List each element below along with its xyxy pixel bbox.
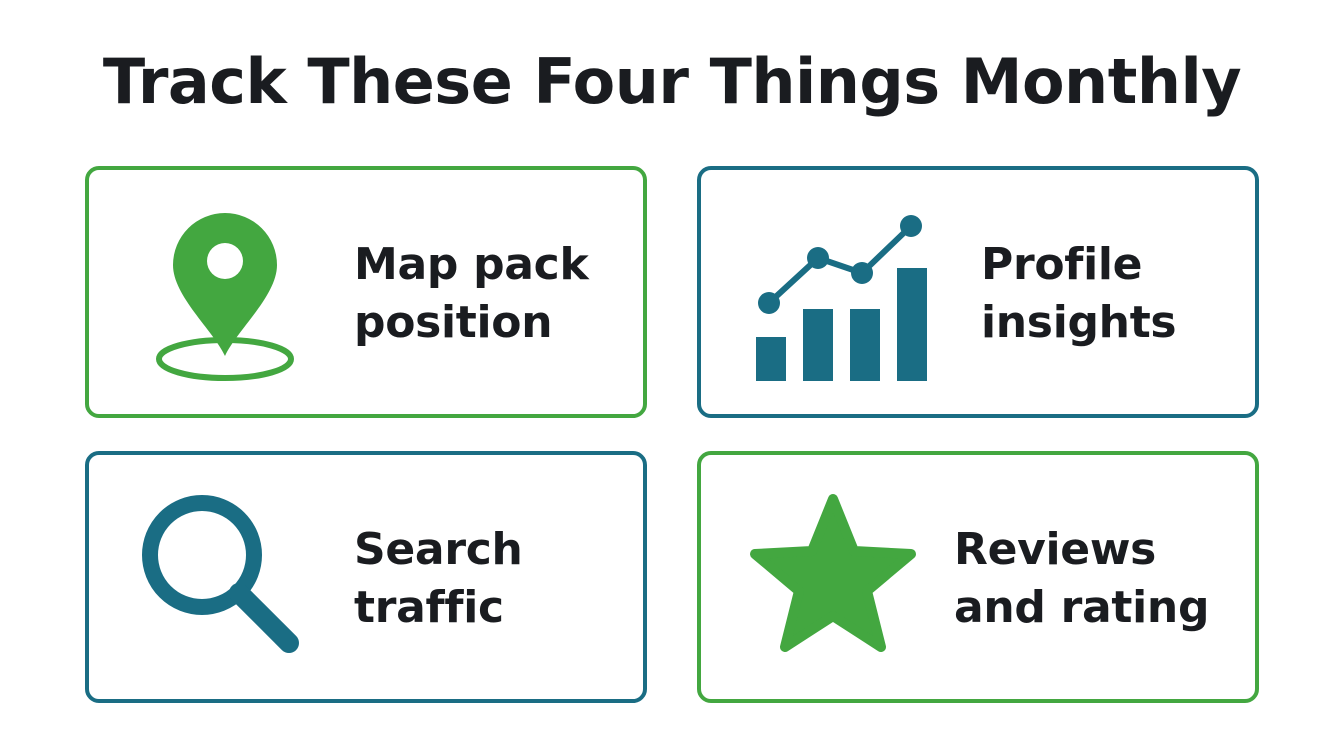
card-label-line1: Profile: [981, 239, 1143, 290]
card-label: Map pack position: [354, 236, 589, 352]
card-label: Reviews and rating: [954, 521, 1209, 637]
star-icon: [750, 494, 916, 652]
card-label-line2: traffic: [354, 582, 504, 633]
map-pin-icon: [156, 213, 294, 381]
card-label-line1: Reviews: [954, 524, 1157, 575]
card-label-line2: and rating: [954, 582, 1210, 633]
card-label-line1: Map pack: [354, 239, 589, 290]
card-label-line2: insights: [981, 297, 1177, 348]
card-profile-insights: Profile insights: [697, 166, 1259, 418]
card-label-line1: Search: [354, 524, 523, 575]
card-reviews-and-rating: Reviews and rating: [697, 451, 1259, 703]
magnifier-icon: [142, 495, 299, 653]
card-label: Profile insights: [981, 236, 1177, 352]
card-search-traffic: Search traffic: [85, 451, 647, 703]
bar-chart-trend-icon: [756, 215, 927, 381]
card-label: Search traffic: [354, 521, 523, 637]
page-title: Track These Four Things Monthly: [102, 45, 1242, 118]
card-label-line2: position: [354, 297, 553, 348]
card-map-pack-position: Map pack position: [85, 166, 647, 418]
